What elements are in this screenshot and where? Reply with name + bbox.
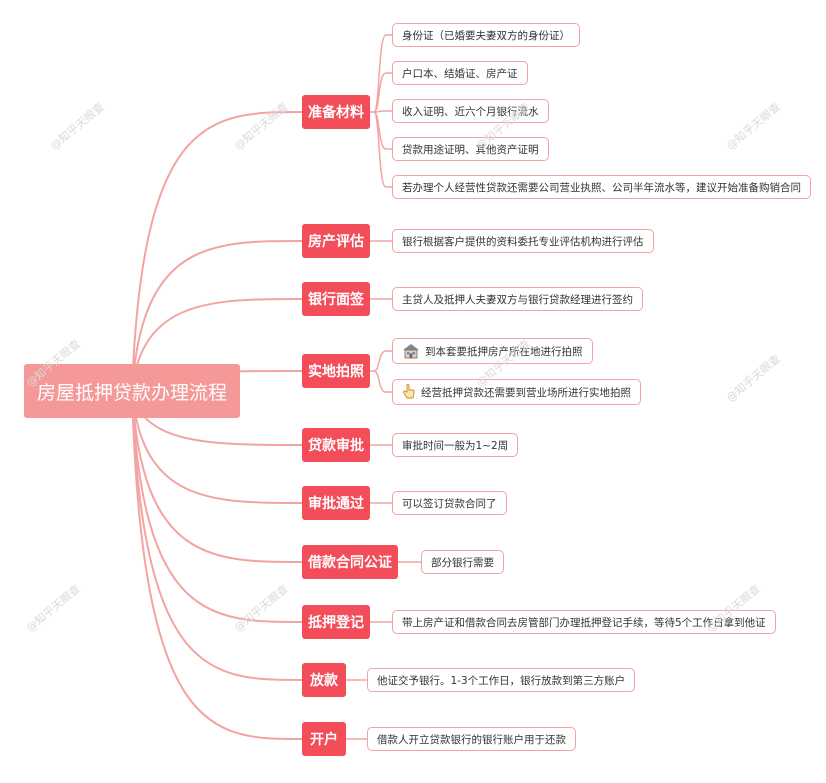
leaf-sign-contract: 可以签订贷款合同了 bbox=[392, 491, 507, 515]
leaf-business-site-photo: 经营抵押贷款还需要到营业场所进行实地拍照 bbox=[392, 379, 641, 405]
stage-approved: 审批通过 bbox=[302, 486, 370, 520]
root-to-stage-line bbox=[131, 390, 303, 681]
stage-to-leaf-line bbox=[373, 350, 393, 372]
stage-to-leaf-line bbox=[373, 111, 393, 188]
stage-disbursement: 放款 bbox=[302, 663, 346, 697]
stage-to-leaf-line bbox=[373, 370, 393, 393]
leaf-review-time: 审批时间一般为1~2周 bbox=[392, 433, 519, 457]
root-to-stage-line bbox=[131, 390, 303, 623]
leaf-id-card: 身份证（已婚要夫妻双方的身份证） bbox=[392, 23, 580, 47]
leaf-registration: 带上房产证和借款合同去房管部门办理抵押登记手续，等待5个工作日拿到他证 bbox=[392, 610, 776, 634]
stage-open-account: 开户 bbox=[302, 722, 346, 756]
house-icon bbox=[402, 343, 420, 359]
stage-mortgage-registration: 抵押登记 bbox=[302, 605, 370, 639]
stage-bank-signing: 银行面签 bbox=[302, 282, 370, 316]
stage-to-leaf-line bbox=[373, 110, 393, 113]
root-topic: 房屋抵押贷款办理流程 bbox=[24, 364, 240, 418]
stage-to-leaf-line bbox=[373, 72, 393, 113]
stage-loan-review: 贷款审批 bbox=[302, 428, 370, 462]
leaf-loan-purpose: 贷款用途证明、其他资产证明 bbox=[392, 137, 549, 161]
root-to-stage-line bbox=[131, 390, 303, 740]
stage-property-appraisal: 房产评估 bbox=[302, 224, 370, 258]
stage-contract-notarization: 借款合同公证 bbox=[302, 545, 398, 579]
root-to-stage-line bbox=[131, 240, 303, 392]
leaf-income-proof: 收入证明、近六个月银行流水 bbox=[392, 99, 549, 123]
leaf-business-loan-docs: 若办理个人经营性贷款还需要公司营业执照、公司半年流水等，建议开始准备购销合同 bbox=[392, 175, 811, 199]
stage-site-photos: 实地拍照 bbox=[302, 354, 370, 388]
leaf-some-banks: 部分银行需要 bbox=[421, 550, 504, 574]
leaf-open-account: 借款人开立贷款银行的银行账户用于还款 bbox=[367, 727, 576, 751]
leaf-property-photo-text: 到本套要抵押房产所在地进行拍照 bbox=[425, 345, 583, 358]
root-to-stage-line bbox=[131, 111, 303, 392]
leaf-appraisal: 银行根据客户提供的资料委托专业评估机构进行评估 bbox=[392, 229, 654, 253]
pointing-hand-icon bbox=[402, 384, 416, 400]
leaf-household-register: 户口本、结婚证、房产证 bbox=[392, 61, 528, 85]
leaf-signing: 主贷人及抵押人夫妻双方与银行贷款经理进行签约 bbox=[392, 287, 643, 311]
root-to-stage-line bbox=[131, 390, 303, 504]
leaf-business-site-photo-text: 经营抵押贷款还需要到营业场所进行实地拍照 bbox=[421, 386, 631, 399]
stage-prepare-materials: 准备材料 bbox=[302, 95, 370, 129]
leaf-property-photo: 到本套要抵押房产所在地进行拍照 bbox=[392, 338, 593, 364]
root-to-stage-line bbox=[131, 298, 303, 392]
leaf-disbursement: 他证交予银行。1-3个工作日，银行放款到第三方账户 bbox=[367, 668, 636, 692]
root-to-stage-line bbox=[131, 390, 303, 563]
